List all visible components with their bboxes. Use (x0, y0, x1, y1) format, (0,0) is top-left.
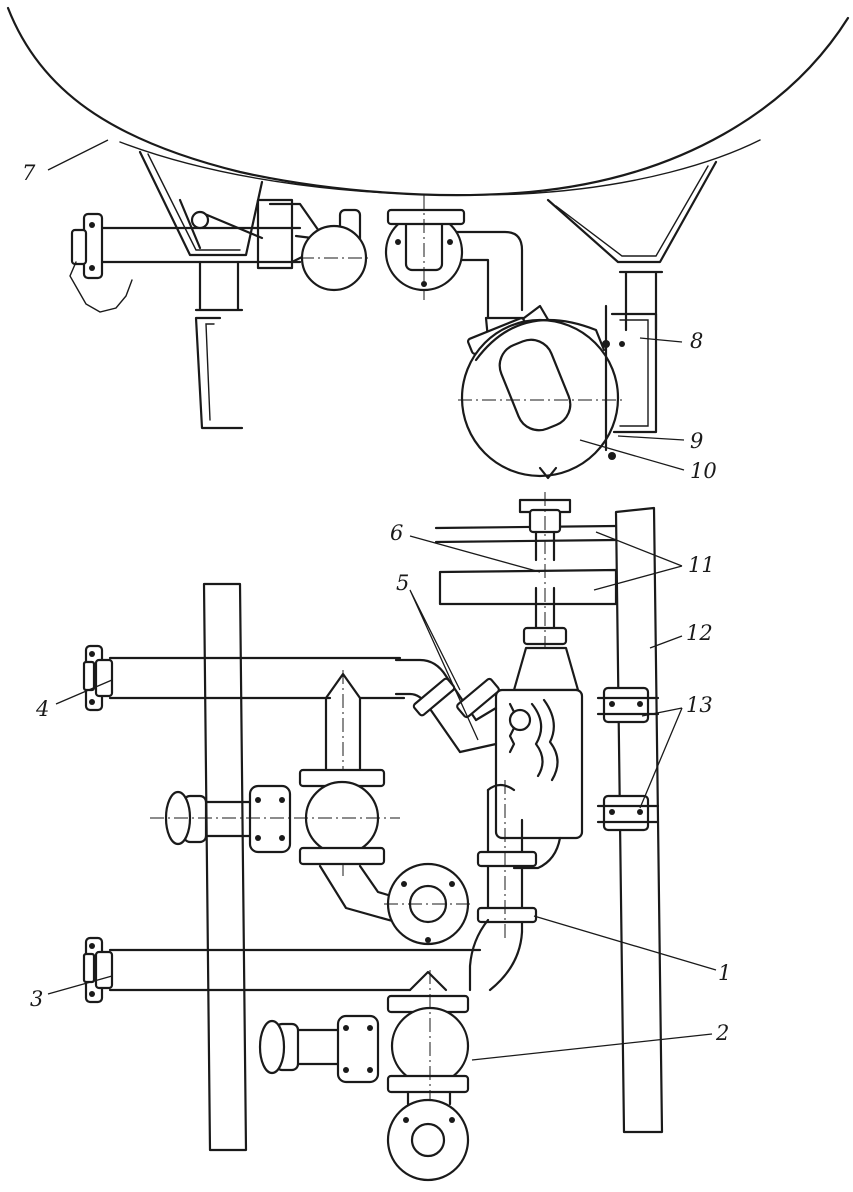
callout-12: 12 (686, 621, 713, 645)
left-gate-valve (150, 768, 400, 866)
clamps-13 (596, 686, 660, 832)
callout-5: 5 (396, 571, 409, 595)
right-upright-post-12 (614, 506, 664, 1134)
callout-7: 7 (22, 161, 36, 185)
branch-pipe-4 (82, 644, 406, 712)
tank-bottom-assembly (6, 6, 850, 480)
center-elbow (318, 862, 474, 946)
left-mount-post (194, 260, 244, 312)
tank-shell-inner-line (119, 139, 761, 196)
angled-branch-5 (394, 658, 500, 754)
callout-4: 4 (35, 697, 49, 721)
callout-6: 6 (390, 521, 403, 545)
crossbar-11-lower (438, 568, 618, 606)
branch-pipe-3 (82, 936, 482, 1004)
chain (69, 261, 133, 313)
crossbar-11-upper (434, 524, 618, 544)
leader-lines (47, 139, 717, 1061)
callout-10: 10 (690, 459, 717, 483)
callout-13: 13 (686, 693, 713, 717)
lower-valve-2 (258, 970, 470, 1182)
callout-labels: 7 8 9 10 6 11 5 12 4 13 1 3 2 (22, 161, 731, 1045)
callout-2: 2 (715, 1021, 729, 1045)
callout-1: 1 (718, 961, 731, 985)
upper-valve (178, 198, 372, 292)
right-mount-bracket (604, 270, 664, 460)
callout-9: 9 (690, 429, 703, 453)
callout-8: 8 (690, 329, 703, 353)
upper-drain-pipe (98, 226, 302, 264)
right-support-bracket (546, 160, 718, 264)
z-hanger (194, 316, 244, 430)
callout-11: 11 (688, 553, 715, 577)
left-upright-post (202, 582, 248, 1152)
tank-shell (6, 6, 850, 197)
manifold-assembly (82, 492, 664, 1182)
callout-3: 3 (30, 987, 43, 1011)
upper-pump (458, 304, 622, 480)
stem-valve-6 (518, 492, 572, 660)
filter-housing (494, 646, 584, 870)
upper-flange-fitting (384, 195, 466, 300)
left-support-bracket (138, 150, 264, 257)
upper-inlet-flange (69, 212, 133, 313)
riser-pipe-1 (468, 780, 538, 992)
